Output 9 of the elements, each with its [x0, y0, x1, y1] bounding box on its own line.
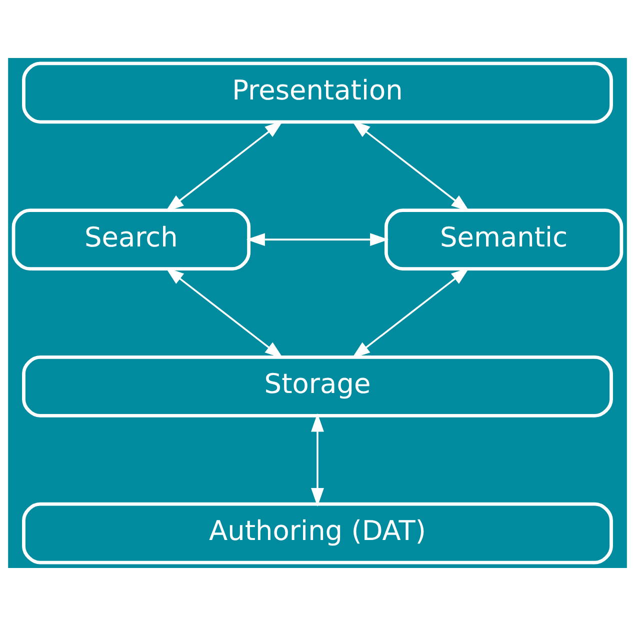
arrow	[352, 120, 470, 212]
arrow	[165, 120, 284, 212]
node-box: Storage	[22, 356, 613, 418]
node-box: Search	[12, 208, 251, 270]
arrow	[246, 233, 389, 246]
node-box: Semantic	[384, 208, 624, 270]
arrow	[311, 413, 324, 507]
node-box: Presentation	[22, 62, 613, 124]
node-box: Authoring (DAT)	[22, 502, 613, 564]
